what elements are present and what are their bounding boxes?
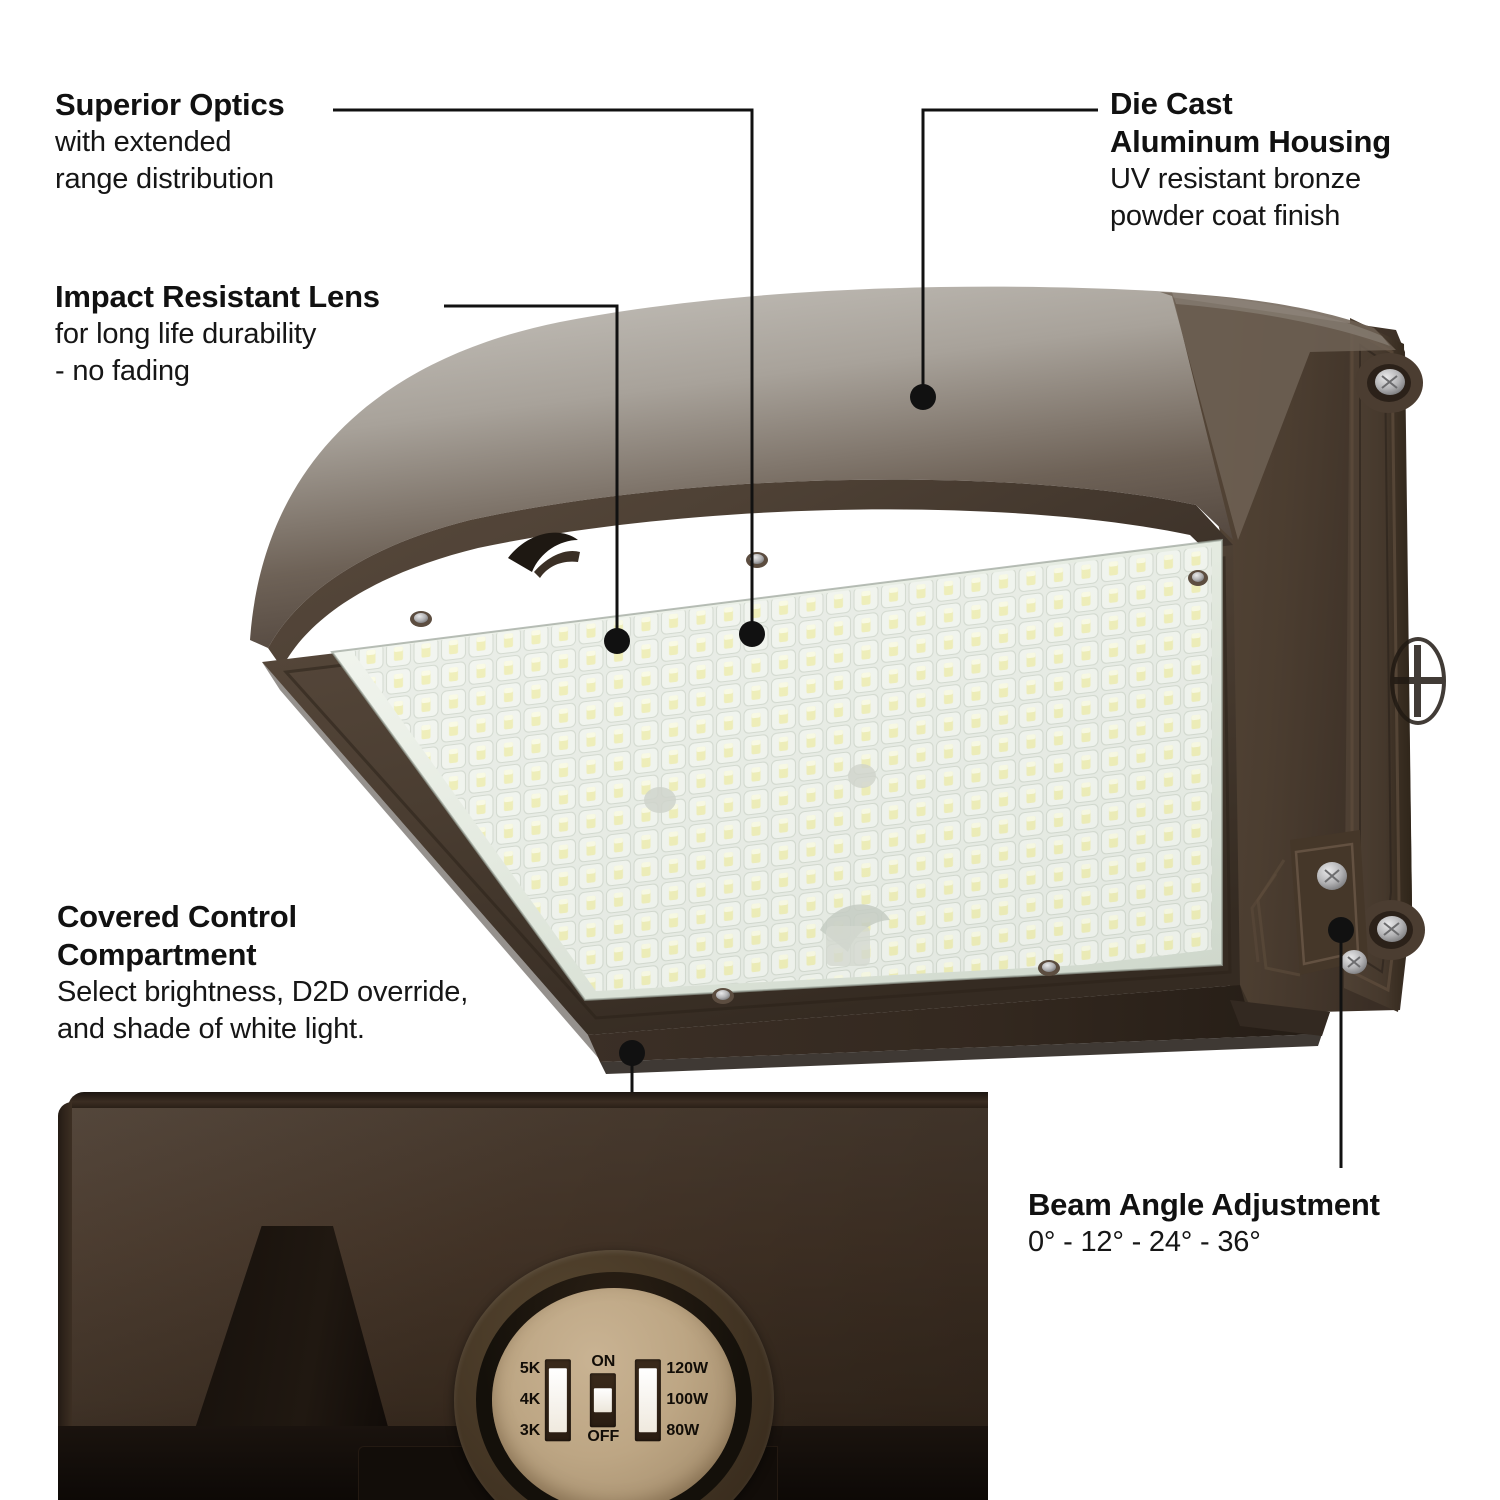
dip-switch-panel: 5K 4K 3K ON (520, 1353, 708, 1446)
wattage-slider-knob[interactable] (639, 1368, 658, 1432)
housing-bottom-right-corner (1230, 1000, 1330, 1036)
callout-subtitle-line: powder coat finish (1110, 200, 1341, 232)
lens-edge (330, 538, 1223, 1002)
toggle-track[interactable] (590, 1373, 617, 1427)
wattage-option-80w: 80W (666, 1422, 700, 1439)
callout-title: Covered Control (57, 899, 297, 934)
wattage-option-labels: 120W 100W 80W (666, 1361, 708, 1439)
toggle-on-label: ON (591, 1353, 616, 1371)
cct-option-labels: 5K 4K 3K (520, 1361, 540, 1439)
callout-title: Compartment (57, 937, 257, 972)
control-dial-ring: 5K 4K 3K ON (476, 1272, 752, 1500)
cct-option-5k: 5K (519, 1360, 541, 1377)
wattage-option-100w: 100W (666, 1391, 709, 1408)
beam-angle-hinge-bracket (1250, 830, 1368, 977)
housing-screw-boss-top (1355, 353, 1423, 413)
callout-beam-angle-adjustment: Beam Angle Adjustment 0° - 12° - 24° - 3… (1028, 1186, 1380, 1261)
compartment-top-rail (68, 1092, 988, 1108)
callout-title: Beam Angle Adjustment (1028, 1187, 1380, 1222)
compartment-left-edge (58, 1102, 72, 1430)
callout-die-cast-aluminum-housing: Die Cast Aluminum Housing UV resistant b… (1110, 85, 1391, 235)
callout-subtitle-line: Select brightness, D2D override, (57, 976, 469, 1008)
hood-right-cap (1160, 292, 1396, 540)
callout-subtitle-line: 0° - 12° - 24° - 36° (1028, 1226, 1261, 1258)
callout-impact-resistant-lens: Impact Resistant Lens for long life dura… (55, 278, 380, 390)
housing-screw-boss-bottom (1357, 900, 1425, 960)
toggle-knob[interactable] (594, 1388, 613, 1412)
hood-right-highlight (1172, 292, 1390, 346)
toggle-off-label: OFF (587, 1428, 620, 1445)
wattage-selector[interactable]: 120W 100W 80W (635, 1359, 708, 1441)
plus-emblem-icon (1390, 637, 1446, 725)
callout-subtitle-line: - no fading (55, 355, 190, 387)
cct-option-4k: 4K (519, 1391, 541, 1408)
callout-subtitle-line: range distribution (55, 163, 274, 195)
callout-subtitle-line: and shade of white light. (57, 1013, 365, 1045)
cct-slider-track[interactable] (545, 1359, 572, 1441)
callout-superior-optics: Superior Optics with extended range dist… (55, 86, 285, 198)
control-dial-face: 5K 4K 3K ON (492, 1288, 736, 1500)
callout-title: Die Cast (1110, 86, 1233, 121)
control-compartment-photo: 5K 4K 3K ON (58, 1092, 988, 1500)
cct-slider-knob[interactable] (549, 1368, 568, 1432)
control-dial-recess: 5K 4K 3K ON (454, 1250, 774, 1500)
wattage-slider-track[interactable] (635, 1359, 662, 1441)
housing-bottom-lip (588, 985, 1330, 1062)
housing-bottom-shadow (600, 1034, 1322, 1074)
callout-title: Superior Optics (55, 87, 285, 122)
color-temperature-selector[interactable]: 5K 4K 3K (520, 1359, 572, 1441)
callout-subtitle-line: UV resistant bronze (1110, 163, 1361, 195)
callout-covered-control-compartment: Covered Control Compartment Select brigh… (57, 898, 468, 1048)
cct-option-3k: 3K (519, 1422, 541, 1439)
dusk-to-dawn-override[interactable]: ON OFF (587, 1353, 620, 1446)
wattage-option-120w: 120W (666, 1360, 709, 1377)
callout-subtitle-line: for long life durability (55, 318, 317, 350)
callout-title: Aluminum Housing (1110, 124, 1391, 159)
callout-title: Impact Resistant Lens (55, 279, 380, 314)
callout-subtitle-line: with extended (55, 126, 232, 158)
